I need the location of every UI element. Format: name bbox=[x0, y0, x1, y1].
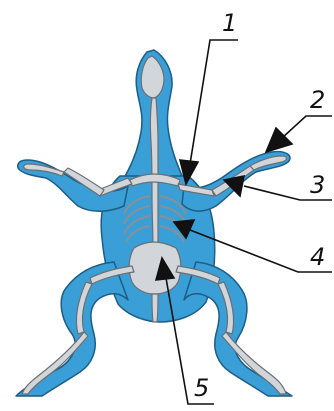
tail-vertebrae bbox=[152, 294, 158, 322]
callout-label-1: 1 bbox=[222, 9, 237, 37]
callout-label-2: 2 bbox=[310, 86, 325, 114]
pointer-line-1 bbox=[190, 40, 238, 164]
callout-label-4: 4 bbox=[310, 243, 325, 271]
pointers bbox=[156, 40, 332, 404]
callout-label-5: 5 bbox=[194, 374, 209, 402]
pointer-line-2 bbox=[282, 116, 332, 138]
pelvis bbox=[129, 242, 181, 294]
left-leg-outline bbox=[16, 262, 128, 396]
skeleton bbox=[22, 56, 287, 394]
callout-label-3: 3 bbox=[310, 171, 325, 199]
